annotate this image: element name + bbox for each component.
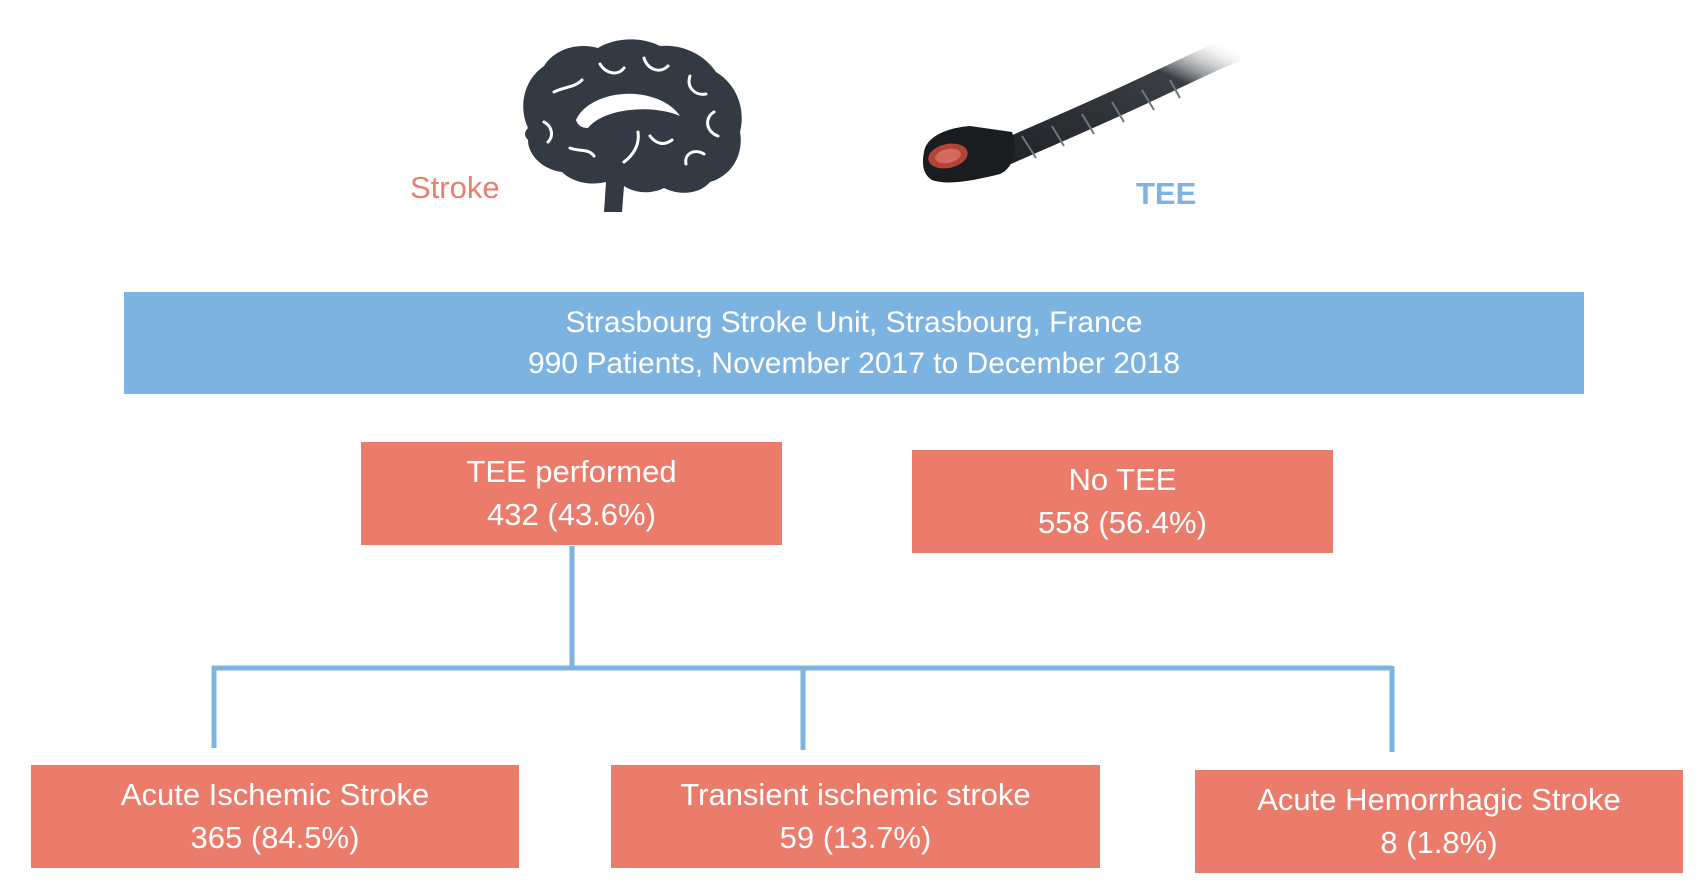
- tee-label: TEE: [1136, 176, 1197, 211]
- no-tee-value: 558 (56.4%): [1038, 504, 1207, 540]
- tee-performed-title: TEE performed: [466, 453, 677, 489]
- outcome-value: 8 (1.8%): [1380, 824, 1498, 860]
- outcome-box-acute-ischemic: Acute Ischemic Stroke 365 (84.5%): [31, 765, 519, 868]
- outcome-value: 59 (13.7%): [779, 819, 932, 855]
- outcome-value: 365 (84.5%): [190, 819, 360, 855]
- study-site: Strasbourg Stroke Unit, Strasbourg, Fran…: [565, 305, 1143, 339]
- outcome-title: Acute Ischemic Stroke: [120, 776, 430, 812]
- outcome-title: Transient ischemic stroke: [680, 776, 1031, 812]
- no-tee-box: No TEE 558 (56.4%): [912, 450, 1333, 553]
- stroke-label: Stroke: [410, 170, 500, 205]
- outcome-box-transient-ischemic: Transient ischemic stroke 59 (13.7%): [611, 765, 1100, 868]
- study-period: 990 Patients, November 2017 to December …: [527, 347, 1181, 380]
- tee-probe-icon: [922, 40, 1242, 183]
- study-header-box: Strasbourg Stroke Unit, Strasbourg, Fran…: [124, 292, 1584, 394]
- tee-performed-value: 432 (43.6%): [487, 496, 656, 532]
- outcome-title: Acute Hemorrhagic Stroke: [1257, 781, 1621, 817]
- outcome-box-acute-hemorrhagic: Acute Hemorrhagic Stroke 8 (1.8%): [1195, 770, 1683, 873]
- brain-icon: [523, 39, 742, 212]
- no-tee-title: No TEE: [1068, 461, 1177, 497]
- tee-performed-box: TEE performed 432 (43.6%): [361, 442, 782, 545]
